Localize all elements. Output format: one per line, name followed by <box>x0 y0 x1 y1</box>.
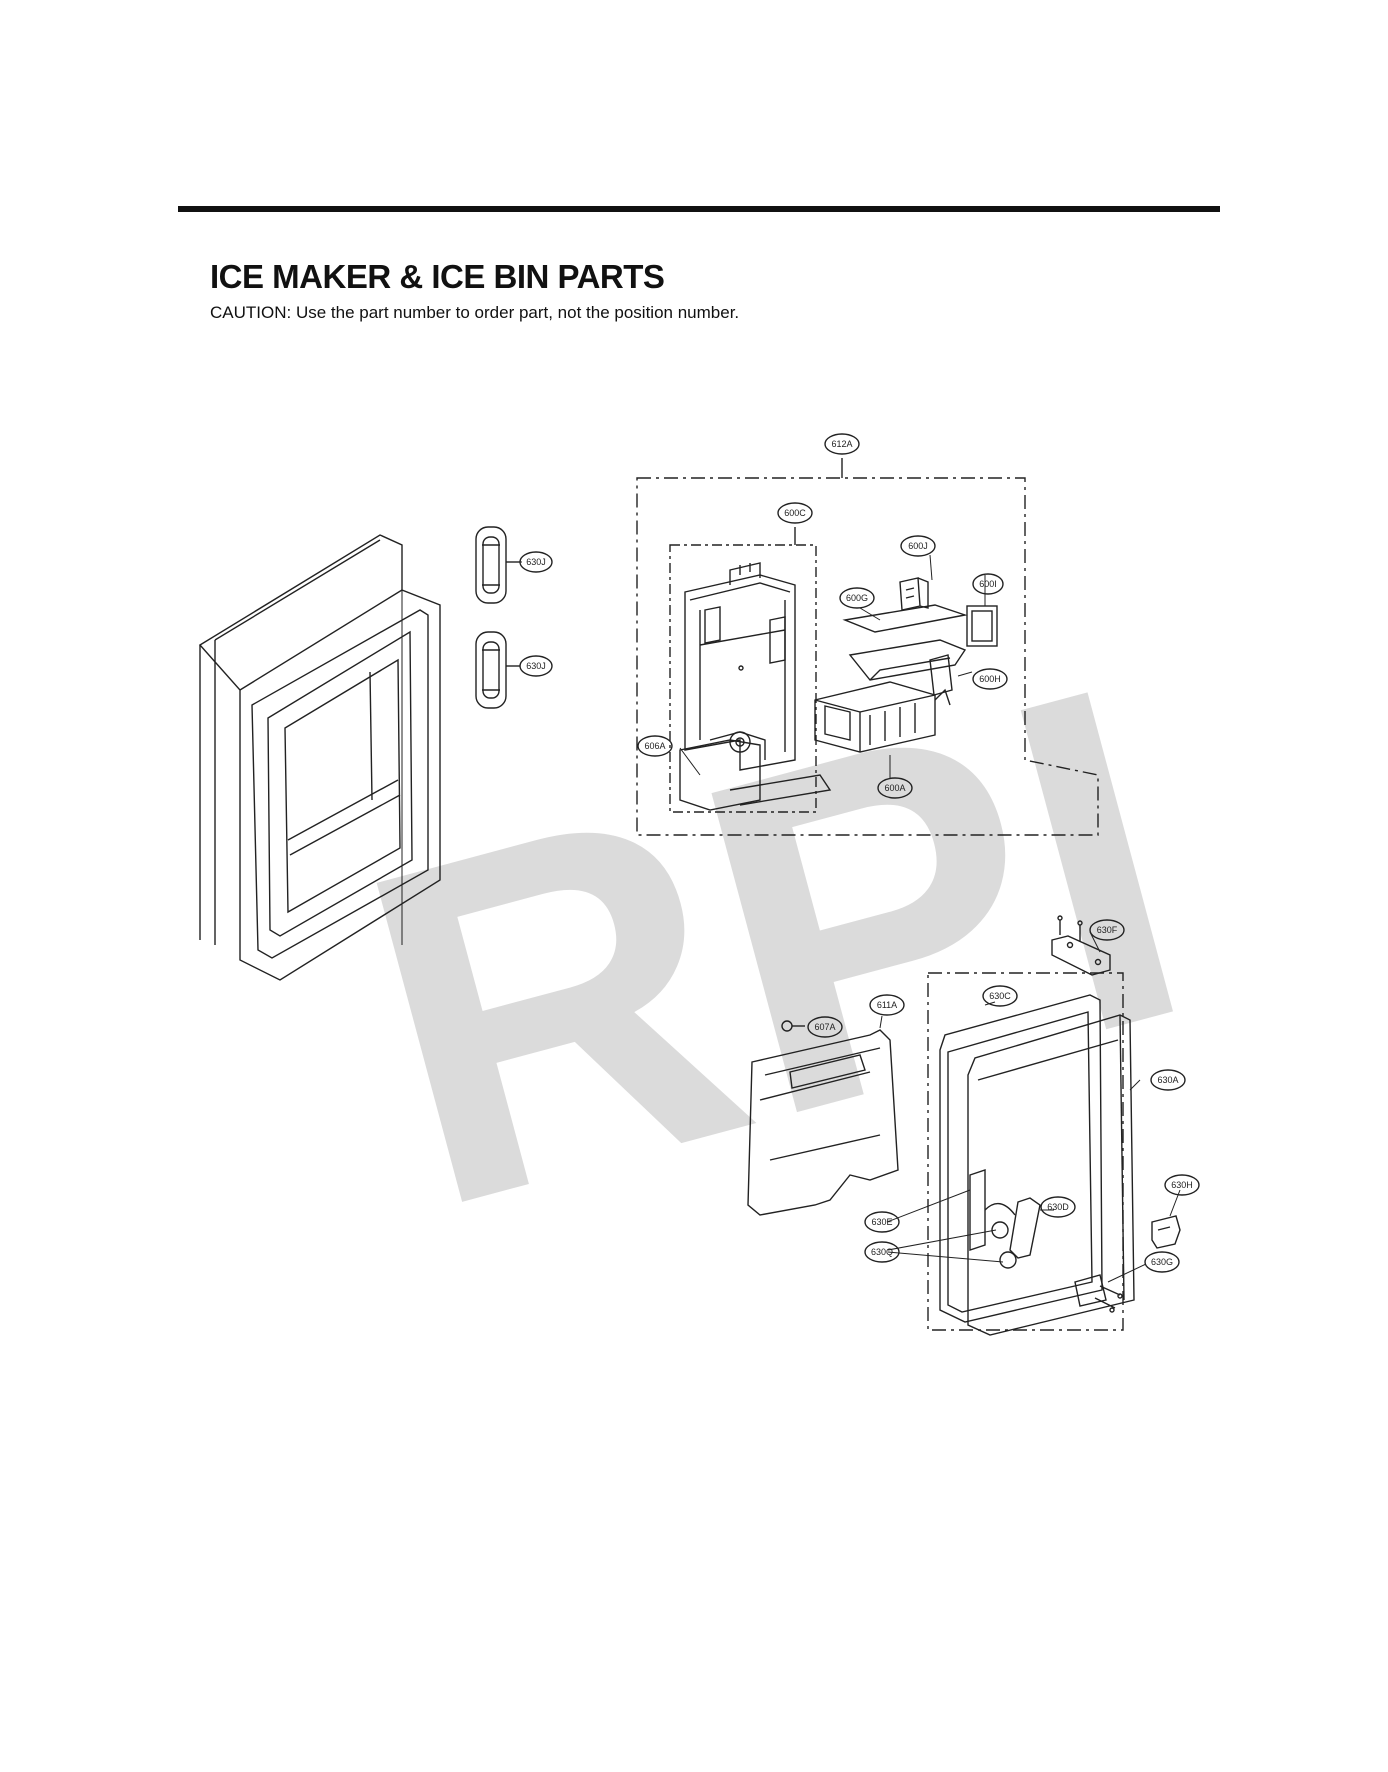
part-630C-gasket-drawing <box>939 994 1103 1323</box>
callout-630E: 630E <box>864 1211 900 1233</box>
callout-600J-label: 600J <box>908 541 928 551</box>
callout-630C-label: 630C <box>989 991 1011 1001</box>
ice-bin-door-box <box>927 972 1124 1331</box>
callout-630D: 630D <box>1040 1196 1076 1218</box>
callout-612A-label: 612A <box>831 439 852 449</box>
callout-600I: 600I <box>972 573 1004 595</box>
callout-630F: 630F <box>1089 919 1125 941</box>
callout-600C: 600C <box>777 502 813 524</box>
callout-607A: 607A <box>807 1016 843 1038</box>
part-630J-top-drawing <box>475 526 520 604</box>
part-600H-drawing <box>929 654 953 696</box>
callout-630J-top-label: 630J <box>526 557 546 567</box>
page-title: ICE MAKER & ICE BIN PARTS <box>210 258 665 295</box>
callout-630Q: 630Q <box>864 1241 900 1263</box>
callout-607A-label: 607A <box>814 1022 835 1032</box>
callout-600G-label: 600G <box>846 593 868 603</box>
part-630F-drawing <box>1051 915 1111 976</box>
part-630D-drawing <box>984 1197 1041 1269</box>
part-600G-drawing <box>842 604 968 681</box>
callout-600J: 600J <box>900 535 936 557</box>
callout-606A: 606A <box>637 735 673 757</box>
part-630A-door-drawing <box>967 1014 1135 1336</box>
callout-600H-label: 600H <box>979 674 1001 684</box>
freezer-door-drawing <box>198 534 441 981</box>
callout-611A-label: 611A <box>877 1000 897 1010</box>
callout-630J-bottom-label: 630J <box>526 661 546 671</box>
part-611A-ice-bin-drawing <box>747 1029 899 1216</box>
callout-600A: 600A <box>877 777 913 799</box>
part-606A-drawing <box>679 731 832 811</box>
callout-630C: 630C <box>982 985 1018 1007</box>
callout-600H: 600H <box>972 668 1008 690</box>
caution-note: CAUTION: Use the part number to order pa… <box>210 303 740 322</box>
callout-630H: 630H <box>1164 1174 1200 1196</box>
part-630H-drawing <box>1151 1215 1181 1249</box>
leader-lines <box>520 554 1181 1283</box>
callout-600C-label: 600C <box>784 508 806 518</box>
callout-630J-bottom: 630J <box>519 655 553 677</box>
callout-630H-label: 630H <box>1171 1180 1193 1190</box>
part-630J-bottom-drawing <box>475 631 520 709</box>
part-607A-drawing <box>781 1020 805 1032</box>
callout-630Q-label: 630Q <box>871 1247 893 1257</box>
part-630G-drawing <box>1074 1274 1123 1313</box>
callout-630A-label: 630A <box>1157 1075 1178 1085</box>
callout-630F-label: 630F <box>1097 925 1118 935</box>
part-600I-drawing <box>966 605 998 647</box>
callout-630A: 630A <box>1150 1069 1186 1091</box>
callout-600A-label: 600A <box>884 783 905 793</box>
part-630E-drawing <box>969 1169 986 1251</box>
callout-630J-top: 630J <box>519 551 553 573</box>
part-600J-drawing <box>899 577 929 611</box>
part-600A-drawing <box>814 681 951 753</box>
callout-600G: 600G <box>839 587 875 609</box>
callout-612A: 612A <box>824 433 860 455</box>
callout-630G: 630G <box>1144 1251 1180 1273</box>
part-600C-drawing <box>684 562 796 771</box>
callout-611A: 611A <box>869 994 905 1016</box>
callout-630D-label: 630D <box>1047 1202 1069 1212</box>
callout-606A-label: 606A <box>644 741 665 751</box>
callout-630E-label: 630E <box>871 1217 892 1227</box>
ice-maker-assembly-box <box>636 458 1099 836</box>
header-rule <box>178 206 1220 212</box>
callout-600I-label: 600I <box>979 579 997 589</box>
callout-630G-label: 630G <box>1151 1257 1173 1267</box>
